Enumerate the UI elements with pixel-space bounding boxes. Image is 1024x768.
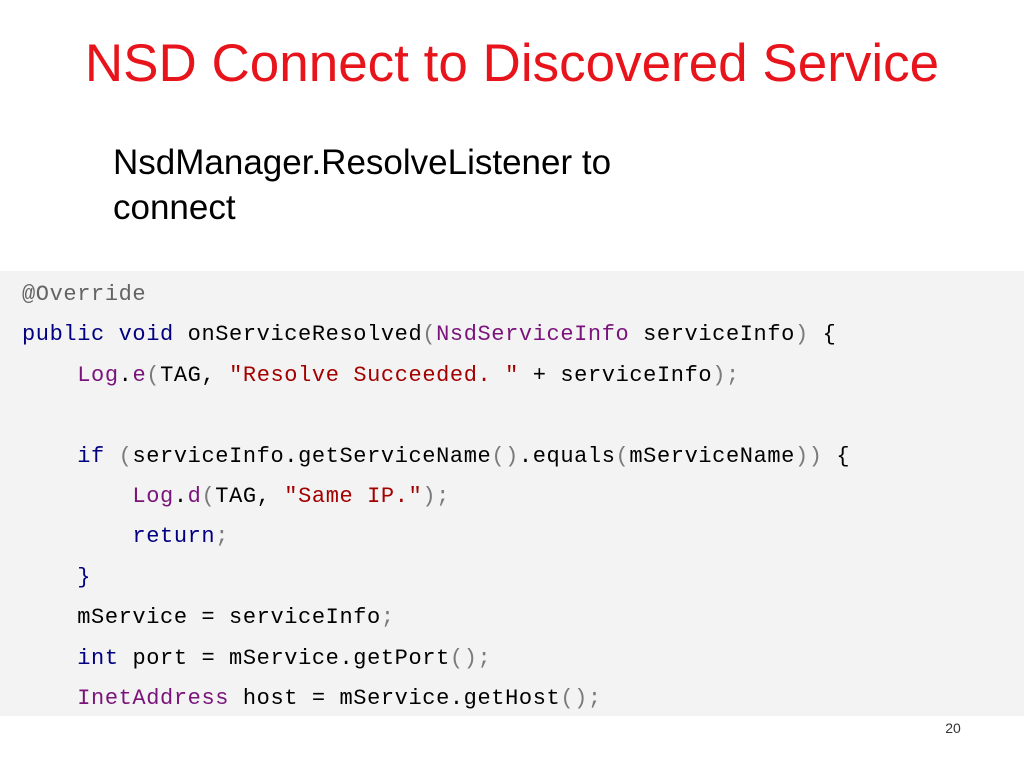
code-token: ();: [560, 685, 602, 711]
code-line: if (serviceInfo.getServiceName().equals(…: [22, 437, 1024, 477]
code-line: Log.d(TAG, "Same IP.");: [22, 477, 1024, 517]
code-token: "Resolve Succeeded. ": [229, 362, 519, 388]
code-token: [105, 444, 119, 469]
code-token: (: [118, 443, 133, 469]
code-line: @Override: [22, 275, 1024, 315]
code-line: [22, 396, 1024, 436]
code-line: InetAddress host = mService.getHost();: [22, 679, 1024, 719]
code-token: + serviceInfo: [518, 362, 713, 388]
code-token: )): [795, 443, 823, 469]
code-token: ;: [380, 605, 395, 631]
code-token: serviceInfo.getServiceName: [132, 443, 492, 469]
code-line: return;: [22, 517, 1024, 557]
code-token: port = mService.getPort: [118, 645, 450, 671]
code-token: {: [822, 443, 851, 469]
code-token: mService = serviceInfo: [22, 605, 381, 631]
code-line: }: [22, 558, 1024, 598]
code-token: .: [173, 483, 188, 509]
code-token: (): [491, 443, 519, 469]
code-token: [22, 484, 132, 509]
code-token: "Same IP.": [284, 483, 423, 509]
code-token: );: [712, 362, 740, 388]
code-token: host = mService.getHost: [229, 685, 561, 711]
code-token: (: [201, 483, 216, 509]
code-token: .equals: [518, 443, 616, 469]
code-token: (: [422, 322, 437, 348]
code-token: d: [187, 483, 202, 509]
code-token: int: [77, 645, 119, 671]
code-token: [22, 524, 132, 549]
code-token: [22, 363, 77, 388]
code-token: (: [615, 443, 630, 469]
code-token: public void: [22, 322, 188, 348]
code-token: [22, 444, 77, 469]
code-token: e: [132, 362, 147, 388]
code-token: NsdServiceInfo: [436, 322, 630, 348]
slide-subtitle: NsdManager.ResolveListener to connect: [113, 143, 612, 227]
code-line: Log.e(TAG, "Resolve Succeeded. " + servi…: [22, 356, 1024, 396]
code-token: if: [77, 443, 105, 469]
code-token: ): [794, 322, 809, 348]
code-token: @Override: [22, 282, 147, 307]
code-token: return: [132, 524, 216, 550]
code-token: }: [77, 564, 92, 590]
code-token: ();: [449, 645, 492, 671]
code-token: onServiceResolved: [187, 322, 423, 348]
code-token: {: [808, 322, 837, 348]
code-token: serviceInfo: [629, 322, 795, 348]
code-token: mServiceName: [629, 443, 795, 469]
code-token: [22, 565, 77, 590]
code-token: (: [146, 362, 161, 388]
code-token: InetAddress: [77, 685, 230, 711]
code-token: .: [118, 362, 133, 388]
code-token: [22, 646, 77, 671]
code-token: Log: [132, 483, 174, 509]
code-token: );: [422, 483, 450, 509]
slide-title: NSD Connect to Discovered Service: [84, 34, 940, 93]
code-token: Log: [77, 362, 119, 388]
code-token: TAG,: [160, 362, 230, 388]
page-number: 20: [945, 720, 961, 736]
code-token: ;: [215, 524, 230, 550]
code-token: TAG,: [215, 483, 285, 509]
code-token: [22, 686, 77, 711]
code-line: int port = mService.getPort();: [22, 639, 1024, 679]
code-line: mService = serviceInfo;: [22, 598, 1024, 638]
code-line: public void onServiceResolved(NsdService…: [22, 315, 1024, 355]
